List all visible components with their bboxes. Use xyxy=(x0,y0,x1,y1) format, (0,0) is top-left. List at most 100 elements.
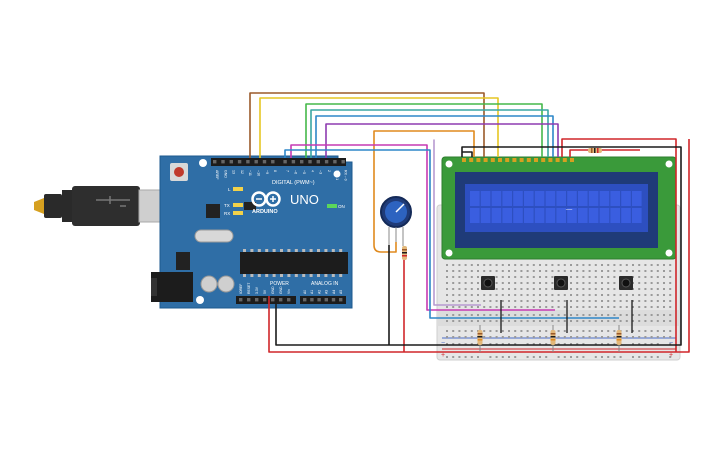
breadboard-hole xyxy=(619,306,622,308)
breadboard-hole xyxy=(514,270,517,272)
breadboard-hole xyxy=(470,270,473,272)
wire-blue-top[interactable] xyxy=(315,115,554,158)
power-pin-label: 3.3V xyxy=(255,286,259,294)
breadboard-hole xyxy=(539,343,541,345)
breadboard-hole xyxy=(656,330,659,332)
wire-yellow[interactable] xyxy=(259,97,499,158)
breadboard-hole xyxy=(514,343,517,345)
breadboard-hole xyxy=(545,276,548,278)
breadboard-hole xyxy=(526,320,529,322)
breadboard-hole xyxy=(470,320,473,322)
digital-pin-hole xyxy=(333,160,337,164)
breadboard-hole xyxy=(514,276,517,278)
breadboard-hole xyxy=(650,294,653,296)
breadboard-hole xyxy=(514,288,517,290)
breadboard-hole xyxy=(601,336,603,338)
lcd-cell xyxy=(480,208,491,223)
chip-leg xyxy=(272,249,276,252)
plus-rail-label-right: + xyxy=(669,352,673,359)
potentiometer[interactable] xyxy=(380,196,412,246)
breadboard-hole xyxy=(452,356,455,358)
breadboard-hole xyxy=(464,343,467,345)
breadboard-hole xyxy=(483,320,486,322)
breadboard-hole xyxy=(576,264,579,266)
chip-leg xyxy=(324,249,328,252)
breadboard-hole xyxy=(576,330,579,332)
resistor-button-1 xyxy=(477,325,483,352)
wire-purple[interactable] xyxy=(325,123,559,158)
breadboard-hole xyxy=(508,320,510,322)
breadboard-hole xyxy=(613,330,616,332)
breadboard-hole xyxy=(650,314,653,316)
breadboard-hole xyxy=(656,356,659,358)
chip-leg xyxy=(287,249,291,252)
push-button-2[interactable] xyxy=(554,276,568,290)
breadboard-hole xyxy=(514,320,517,322)
wire-blue-button[interactable] xyxy=(284,149,619,319)
digital-pin-label: TX→1 xyxy=(335,170,339,180)
wire-teal[interactable] xyxy=(310,109,549,158)
breadboard-hole xyxy=(458,282,461,284)
chip-leg xyxy=(250,249,254,252)
breadboard-hole xyxy=(520,336,523,338)
breadboard-hole xyxy=(594,270,597,272)
breadboard-hole xyxy=(452,306,455,308)
breadboard-hole xyxy=(489,343,492,345)
breadboard-hole xyxy=(539,336,541,338)
breadboard-hole xyxy=(594,264,597,266)
breadboard-hole xyxy=(470,264,473,266)
lcd-cell xyxy=(610,208,620,223)
breadboard-hole xyxy=(570,343,572,345)
breadboard-hole xyxy=(594,282,597,284)
power-pin-label: 5V xyxy=(263,289,267,294)
wire-lavender[interactable] xyxy=(433,139,481,306)
wire-brown[interactable] xyxy=(249,92,485,158)
breadboard-hole xyxy=(557,270,560,272)
breadboard-hole xyxy=(557,343,560,345)
breadboard-hole xyxy=(545,270,548,272)
breadboard-hole xyxy=(669,270,672,272)
breadboard-hole xyxy=(570,306,572,308)
lcd-cell xyxy=(480,191,491,206)
breadboard-hole xyxy=(625,294,628,296)
breadboard-hole xyxy=(588,300,591,302)
wire-black-gnd[interactable] xyxy=(275,245,390,346)
push-button-3[interactable] xyxy=(619,276,633,290)
resistor-button-3 xyxy=(616,325,622,352)
breadboard-hole xyxy=(656,314,659,316)
wire-black-lcd2[interactable] xyxy=(462,151,473,157)
breadboard-hole xyxy=(508,314,510,316)
breadboard-hole xyxy=(532,276,535,278)
wire-black-lcd[interactable] xyxy=(389,146,682,346)
lcd-cell xyxy=(545,191,556,206)
digital-pin-label: 8 xyxy=(273,170,277,172)
lcd-cell xyxy=(545,208,556,223)
breadboard-hole xyxy=(638,264,641,266)
breadboard-hole xyxy=(619,300,622,302)
wire-red-backlight[interactable] xyxy=(569,149,640,157)
breadboard-hole xyxy=(582,320,585,322)
wire-green[interactable] xyxy=(305,103,543,158)
wire-orange[interactable] xyxy=(373,130,475,253)
wire-red-5v[interactable] xyxy=(268,138,677,353)
lcd-pin xyxy=(548,158,553,162)
push-button-1[interactable] xyxy=(481,276,495,290)
breadboard-hole xyxy=(570,294,572,296)
breadboard-hole xyxy=(539,330,541,332)
breadboard-hole xyxy=(563,314,566,316)
breadboard-hole xyxy=(607,336,610,338)
breadboard-hole xyxy=(483,336,486,338)
breadboard-hole xyxy=(663,288,665,290)
breadboard-hole xyxy=(557,300,560,302)
breadboard-hole xyxy=(551,294,554,296)
breadboard-hole xyxy=(452,264,455,266)
breadboard-hole xyxy=(477,288,479,290)
wire-black-buttons[interactable] xyxy=(500,300,633,333)
wire-red-right[interactable] xyxy=(676,139,690,353)
lcd-cell xyxy=(534,191,545,206)
breadboard-hole xyxy=(656,306,659,308)
breadboard-hole xyxy=(594,288,597,290)
breadboard-hole xyxy=(495,336,498,338)
breadboard-hole xyxy=(446,320,448,322)
breadboard-hole xyxy=(557,356,560,358)
